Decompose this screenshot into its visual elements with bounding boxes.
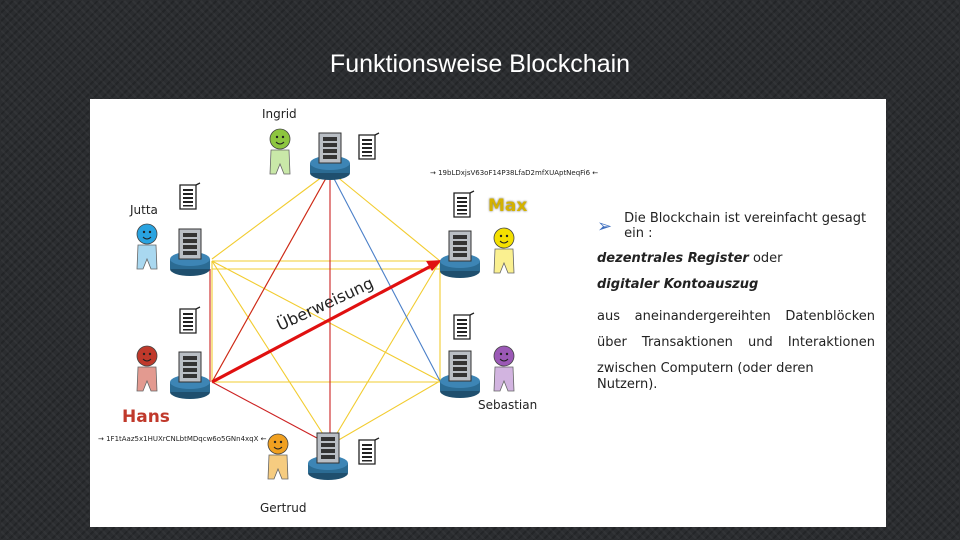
- label-jutta: Jutta: [130, 203, 158, 217]
- word: aus: [597, 309, 620, 324]
- transfer-line: [211, 263, 434, 384]
- ledger-hans: [179, 306, 201, 334]
- register-emph: dezentrales Register: [597, 251, 749, 266]
- ledger-ingrid: [358, 132, 380, 160]
- slide-title: Funktionsweise Blockchain: [329, 50, 631, 78]
- line-ueber: über Transaktionen und Interaktionen: [597, 335, 875, 351]
- label-hans: Hans: [122, 407, 170, 427]
- label-sebastian: Sebastian: [478, 398, 538, 412]
- address-max: → 19bLDxjsV63oF14P38LfaD2mfXUAptNeqFi6 ←: [430, 169, 599, 177]
- node-jutta: [169, 228, 211, 277]
- avatar-hans: [136, 345, 158, 392]
- avatar-max: [493, 227, 515, 274]
- edges-red: [209, 170, 331, 446]
- edge-hans-gertrud: [211, 381, 331, 446]
- line-register: dezentrales Register oder: [597, 251, 875, 267]
- edge-max-gertrud: [329, 260, 441, 446]
- avatar-gertrud: [267, 433, 289, 480]
- word: über: [597, 335, 627, 350]
- edge-jutta-gertrud: [211, 260, 331, 446]
- line-zwischen: zwischen Computern (oder deren Nutzern).: [597, 361, 814, 392]
- word: aneinandergereihten: [634, 309, 771, 324]
- intro-text: Die Blockchain ist vereinfacht gesagt ei…: [624, 211, 867, 241]
- edge-ingrid-sebastian: [329, 170, 441, 382]
- ledger-max: [453, 190, 475, 218]
- word: Datenblöcken: [785, 309, 875, 324]
- avatar-ingrid: [269, 128, 291, 175]
- transfer-arrowhead: [426, 260, 442, 271]
- explanation-text: ➢ Die Blockchain ist vereinfacht gesagt …: [597, 211, 875, 393]
- network-diagram: Überweisung: [136, 128, 515, 481]
- node-sebastian: [439, 350, 481, 399]
- avatar-jutta: [136, 223, 158, 270]
- arrow-bullet-icon: ➢: [597, 215, 613, 237]
- transfer-arrow: [211, 260, 442, 384]
- edge-ingrid-jutta: [211, 170, 331, 260]
- line-kontoauszug: digitaler Kontoauszug: [597, 277, 759, 292]
- label-max: Max: [488, 196, 528, 216]
- word: und: [748, 335, 773, 350]
- word: Interaktionen: [787, 335, 875, 350]
- ledger-jutta: [179, 182, 201, 210]
- label-gertrud: Gertrud: [260, 501, 307, 515]
- content-panel: Überweisung: [90, 99, 886, 527]
- line-aus: aus aneinandergereihten Datenblöcken: [597, 309, 875, 325]
- ledger-sebastian: [453, 312, 475, 340]
- edge-hans-ingrid-red: [211, 170, 331, 383]
- register-rest: oder: [748, 251, 783, 266]
- label-ingrid: Ingrid: [262, 107, 297, 121]
- edge-ingrid-max: [329, 170, 441, 262]
- ledger-gertrud: [358, 437, 380, 465]
- word: Transaktionen: [641, 335, 733, 350]
- node-gertrud: [307, 432, 349, 481]
- node-max: [439, 230, 481, 279]
- node-hans: [169, 351, 211, 400]
- edge-sebastian-gertrud: [329, 380, 441, 446]
- intro-row: ➢ Die Blockchain ist vereinfacht gesagt …: [597, 211, 875, 241]
- address-hans: → 1F1tAaz5x1HUXrCNLbtMDqcw6o5GNn4xqX ←: [98, 435, 267, 443]
- avatar-sebastian: [493, 345, 515, 392]
- node-ingrid: [309, 132, 351, 181]
